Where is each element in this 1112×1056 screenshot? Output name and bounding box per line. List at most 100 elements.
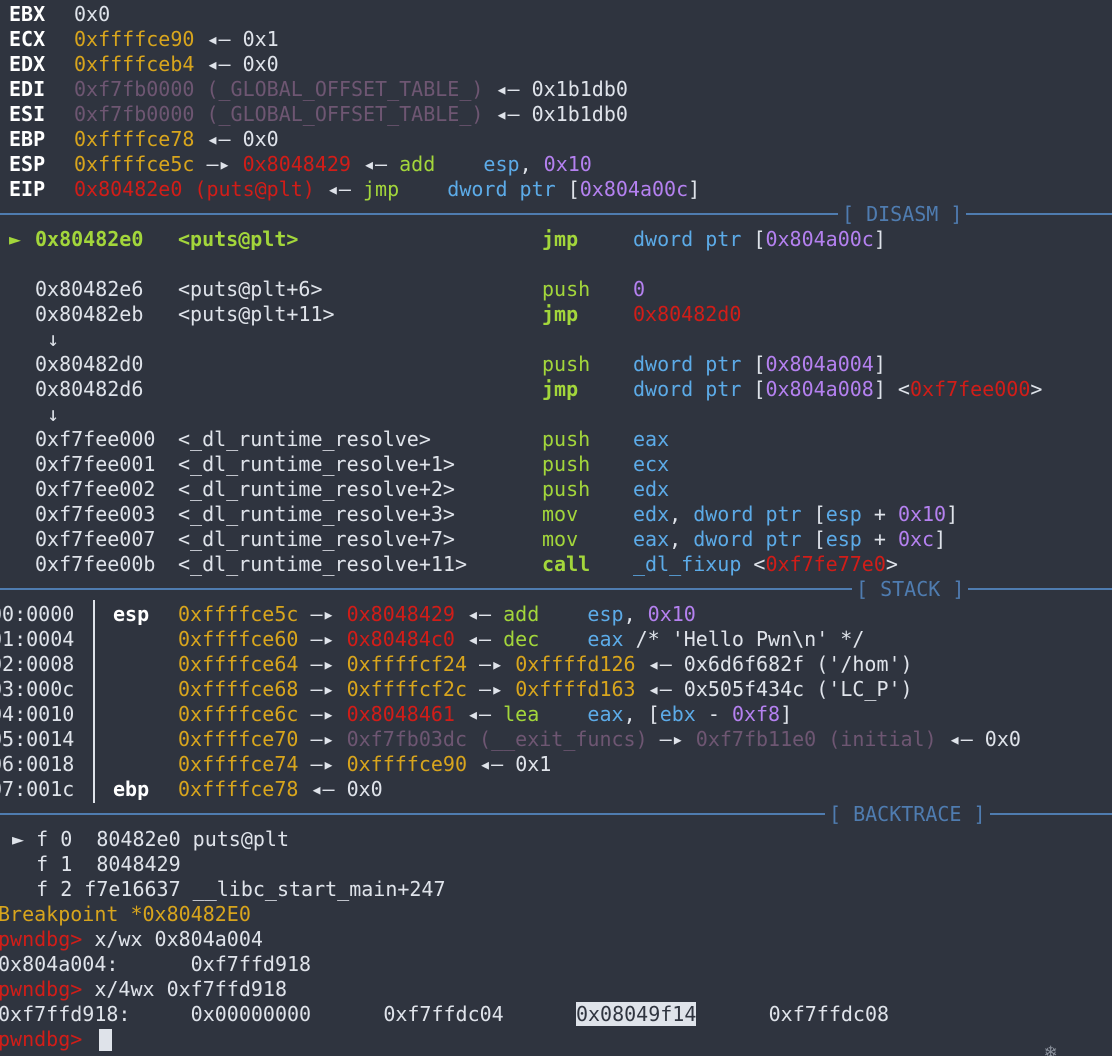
register-chain-part: ◂— (483, 77, 532, 101)
stack-chain-part: —▸ (467, 677, 516, 701)
stack-chain-part: ◂— (936, 727, 985, 751)
register-line: ECX (9, 27, 45, 52)
stack-chain-part: 0xffffd126 (515, 652, 636, 676)
stack-register-cell: esp (113, 602, 149, 627)
register-value: 0x80482e0 (puts@plt) (74, 177, 315, 201)
disasm-operand: esp (825, 527, 862, 551)
console-line: 0xf7ffd918: 0x00000000 0xf7ffdc04 0x0804… (0, 1002, 889, 1027)
register-chain-part: jmp (363, 177, 400, 201)
stack-offset: 03:000c (0, 677, 75, 701)
register-value: 0xffffce90 (74, 27, 195, 51)
disasm-operand: [ (753, 227, 766, 251)
disasm-operand: 0xc (897, 527, 935, 551)
stack-offset: 05:0014 (0, 727, 75, 751)
register-name: EDX (9, 52, 46, 76)
stack-address: 0xffffce74 (178, 752, 299, 776)
register-chain-part: 0x0 (242, 52, 279, 76)
register-name: ESP (9, 152, 46, 176)
down-arrow-icon: ↓ (47, 327, 60, 351)
disasm-operands-cell: _dl_fixup <0xf7fe77e0> (633, 552, 898, 577)
stack-chain-part: 0x10 (647, 602, 696, 626)
disasm-operand: ] < (873, 377, 910, 401)
disasm-address-cell: 0xf7fee002 (35, 477, 155, 502)
disasm-mnemonic: jmp (542, 227, 579, 251)
stack-register-cell: ebp (113, 777, 149, 802)
register-value-group: 0xffffce90 ◂— 0x1 (74, 27, 279, 52)
stack-chain-part: ebx (659, 702, 696, 726)
disasm-mnemonic-cell: push (542, 277, 590, 302)
disasm-symbol: <_dl_runtime_resolve> (178, 427, 431, 451)
register-chain-part: [ (567, 177, 580, 201)
disasm-address-cell: 0x80482d6 (35, 377, 143, 402)
stack-chain-part: 0xf7fb11e0 (initial) (695, 727, 937, 751)
register-chain-part: ◂— (194, 52, 243, 76)
stack-address-cell: 0xffffce5c —▸ 0x8048429 ◂— add esp, 0x10 (178, 602, 696, 627)
register-name: EBP (9, 127, 46, 151)
disasm-address-cell: 0xf7fee003 (35, 502, 155, 527)
current-instruction-marker: ► (9, 227, 21, 252)
stack-chain-part: ◂— (635, 652, 684, 676)
disasm-operands-cell: 0x80482d0 (633, 302, 741, 327)
disasm-operand: ] (873, 352, 886, 376)
disasm-operand: 0x804a004 (765, 352, 874, 376)
register-chain-part: 0x804a00c (579, 177, 689, 201)
disasm-operand: edx (633, 502, 670, 526)
stack-register: esp (113, 602, 150, 626)
snowflake-icon: ❄ (1043, 1043, 1058, 1056)
register-chain-part: ◂— (350, 152, 400, 176)
stack-address-cell: 0xffffce6c —▸ 0x8048461 ◂— lea eax, [ebx… (178, 702, 792, 727)
register-name: EDI (9, 77, 46, 101)
disasm-operand: dword ptr (693, 527, 814, 551)
register-chain-part: ◂— (314, 177, 363, 201)
register-chain-part: ◂— (194, 27, 243, 51)
disasm-symbol-cell: <puts@plt> (178, 227, 298, 252)
register-value-group: 0xffffce5c —▸ 0x8048429 ◂— add esp, 0x10 (74, 152, 592, 177)
stack-address-cell: 0xffffce70 —▸ 0xf7fb03dc (__exit_funcs) … (178, 727, 1021, 752)
disasm-address: 0xf7fee007 (35, 527, 156, 551)
disasm-mnemonic-cell: push (542, 352, 590, 377)
stack-divider (0, 588, 1112, 590)
stack-address: 0xffffce70 (178, 727, 299, 751)
disasm-operand: ] (946, 502, 959, 526)
backtrace-frame-text: ► f 0 80482e0 puts@plt (0, 827, 289, 851)
stack-chain-part: —▸ (298, 627, 347, 651)
stack-offset-cell: 00:0000 (0, 602, 74, 627)
disasm-symbol-cell: <puts@plt+6> (178, 277, 323, 302)
disasm-address-cell: 0x80482d0 (35, 352, 143, 377)
backtrace-frame-text: f 2 f7e16637 __libc_start_main+247 (0, 877, 446, 901)
disasm-mnemonic-cell: push (542, 477, 590, 502)
disasm-operands-cell: dword ptr [0x804a00c] (633, 227, 886, 252)
console-line: 0x804a004: 0xf7ffd918 (0, 952, 311, 977)
disasm-operand: + (861, 502, 898, 526)
stack-address: 0xffffce68 (178, 677, 299, 701)
text-cursor[interactable] (99, 1029, 112, 1051)
console-text: x/wx 0x804a004 (94, 927, 263, 951)
disasm-symbol-cell: <_dl_runtime_resolve+2> (178, 477, 455, 502)
stack-chain-part: ◂— (298, 777, 347, 801)
stack-offset-cell: 02:0008 (0, 652, 74, 677)
stack-offset-cell: 01:0004 (0, 627, 74, 652)
stack-chain-part: ◂— (454, 702, 504, 726)
stack-offset-cell: 05:0014 (0, 727, 74, 752)
register-line: EDX (9, 52, 45, 77)
stack-chain-part: —▸ (298, 752, 347, 776)
disasm-operand: dword ptr (633, 352, 754, 376)
disasm-mnemonic-cell: jmp (542, 227, 578, 252)
stack-chain-part: 0x1 (515, 752, 552, 776)
stack-chain-part: ◂— (467, 752, 516, 776)
stack-chain-part: 0x80484c0 (346, 627, 455, 651)
disasm-mnemonic: push (542, 277, 591, 301)
stack-column-separator (93, 600, 95, 803)
disasm-mnemonic: push (542, 352, 591, 376)
register-name: EBX (9, 2, 46, 26)
disasm-symbol: <puts@plt> (178, 227, 299, 251)
backtrace-frame: ► f 0 80482e0 puts@plt (0, 827, 289, 852)
stack-offset-cell: 03:000c (0, 677, 74, 702)
disasm-operands-cell: dword ptr [0x804a008] <0xf7fee000> (633, 377, 1042, 402)
disasm-address-cell: 0x80482e6 (35, 277, 143, 302)
disasm-flow-arrow: ↓ (47, 402, 59, 427)
stack-address: 0xffffce6c (178, 702, 299, 726)
disasm-operand: ] (934, 527, 947, 551)
register-line: EBX (9, 2, 45, 27)
